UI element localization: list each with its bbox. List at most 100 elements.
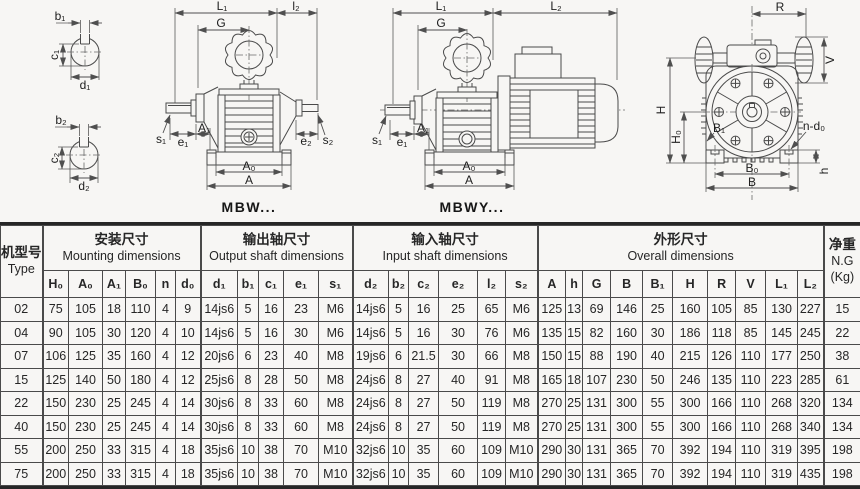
table-cell: 131	[583, 392, 611, 416]
line-art	[0, 0, 860, 222]
table-cell: 290	[538, 462, 566, 486]
table-cell: 35js6	[201, 439, 238, 463]
dim-label-c1: c₁	[48, 50, 60, 60]
table-cell: M6	[506, 298, 538, 322]
table-cell: 300	[611, 392, 643, 416]
table-cell: 8	[389, 392, 409, 416]
table-cell: 4	[156, 462, 176, 486]
table-cell: 146	[611, 298, 643, 322]
table-cell: 55	[643, 392, 673, 416]
table-cell: 14js6	[201, 298, 238, 322]
table-cell: 19js6	[353, 345, 389, 369]
table-cell: 177	[766, 345, 798, 369]
table-cell: 21.5	[409, 345, 439, 369]
table-cell: 319	[766, 439, 798, 463]
table-cell: 22	[824, 321, 860, 345]
table-cell: 50	[439, 415, 478, 439]
table-cell: 145	[766, 321, 798, 345]
table-cell: 315	[126, 439, 156, 463]
column-header-B₁: B₁	[643, 271, 673, 298]
table-cell: 30	[643, 321, 673, 345]
table-cell: 38	[824, 345, 860, 369]
table-cell: 110	[736, 462, 766, 486]
column-header-b₁: b₁	[238, 271, 259, 298]
table-cell: M8	[506, 368, 538, 392]
table-cell: 25js6	[201, 368, 238, 392]
column-header-L₂: L₂	[798, 271, 824, 298]
table-cell: 14js6	[353, 298, 389, 322]
column-header-s₁: s₁	[319, 271, 353, 298]
table-cell: 125	[538, 298, 566, 322]
table-cell: 285	[798, 368, 824, 392]
table-cell: 23	[284, 298, 319, 322]
table-cell: 4	[156, 439, 176, 463]
column-header-d₂: d₂	[353, 271, 389, 298]
type-cell: 04	[1, 321, 43, 345]
table-cell: 65	[478, 298, 506, 322]
table-cell: 4	[156, 321, 176, 345]
table-cell: 395	[798, 439, 824, 463]
table-cell: 230	[69, 415, 103, 439]
table-cell: 70	[284, 439, 319, 463]
dim-label-d1: d₁	[80, 79, 91, 91]
type-header-zh: 机型号	[1, 245, 42, 262]
type-header-en: Type	[1, 262, 42, 278]
table-cell: M8	[506, 392, 538, 416]
column-header-e₂: e₂	[439, 271, 478, 298]
table-cell: 194	[708, 462, 736, 486]
table-cell: 250	[798, 345, 824, 369]
dim-label-mbwy-L2: L₂	[550, 0, 561, 12]
table-cell: 435	[798, 462, 824, 486]
column-header-B: B	[611, 271, 643, 298]
table-cell: 4	[156, 415, 176, 439]
column-header-A: A	[538, 271, 566, 298]
group-header-output-shaft: 输出轴尺寸 Output shaft dimensions	[201, 226, 353, 271]
table-cell: 340	[798, 415, 824, 439]
table-cell: 131	[583, 462, 611, 486]
table-cell: 223	[766, 368, 798, 392]
table-cell: M10	[506, 439, 538, 463]
table-cell: 5	[238, 298, 259, 322]
table-cell: 18	[176, 462, 201, 486]
table-cell: 70	[643, 462, 673, 486]
table-cell: 33	[259, 392, 284, 416]
table-cell: 131	[583, 439, 611, 463]
table-cell: 60	[284, 392, 319, 416]
table-cell: 15	[566, 321, 583, 345]
table-cell: 66	[478, 345, 506, 369]
table-cell: 268	[766, 392, 798, 416]
table-cell: 110	[126, 298, 156, 322]
technical-drawings: b₁ c₁ d₁ b₂ c₂ d₂ L₁ l₂ G s₁ e₁ A₁ e₂ s₂…	[0, 0, 860, 222]
table-cell: 6	[389, 345, 409, 369]
dim-label-front-B: B	[748, 176, 756, 188]
table-cell: 268	[766, 415, 798, 439]
table-cell: 16	[259, 298, 284, 322]
table-cell: 82	[583, 321, 611, 345]
table-cell: 227	[798, 298, 824, 322]
table-cell: 319	[766, 462, 798, 486]
table-cell: 14	[176, 415, 201, 439]
table-cell: 109	[478, 462, 506, 486]
group-row: 机型号 Type 安装尺寸 Mounting dimensions 输出轴尺寸 …	[1, 226, 860, 271]
table-cell: 250	[69, 439, 103, 463]
dim-label-mbw-A1: A₁	[198, 122, 210, 134]
table-cell: 14js6	[353, 321, 389, 345]
table-cell: 365	[611, 462, 643, 486]
group-header-mounting: 安装尺寸 Mounting dimensions	[43, 226, 201, 271]
table-cell: 91	[478, 368, 506, 392]
table-cell: M8	[319, 345, 353, 369]
table-cell: M8	[319, 392, 353, 416]
table-cell: 25	[566, 392, 583, 416]
table-cell: 50	[439, 392, 478, 416]
table-cell: 10	[389, 462, 409, 486]
dim-label-b1: b₁	[55, 10, 66, 22]
group-header-overall: 外形尺寸 Overall dimensions	[538, 226, 824, 271]
table-cell: 60	[439, 462, 478, 486]
dim-label-mbwy-A1: A₁	[417, 122, 429, 134]
type-cell: 15	[1, 368, 43, 392]
